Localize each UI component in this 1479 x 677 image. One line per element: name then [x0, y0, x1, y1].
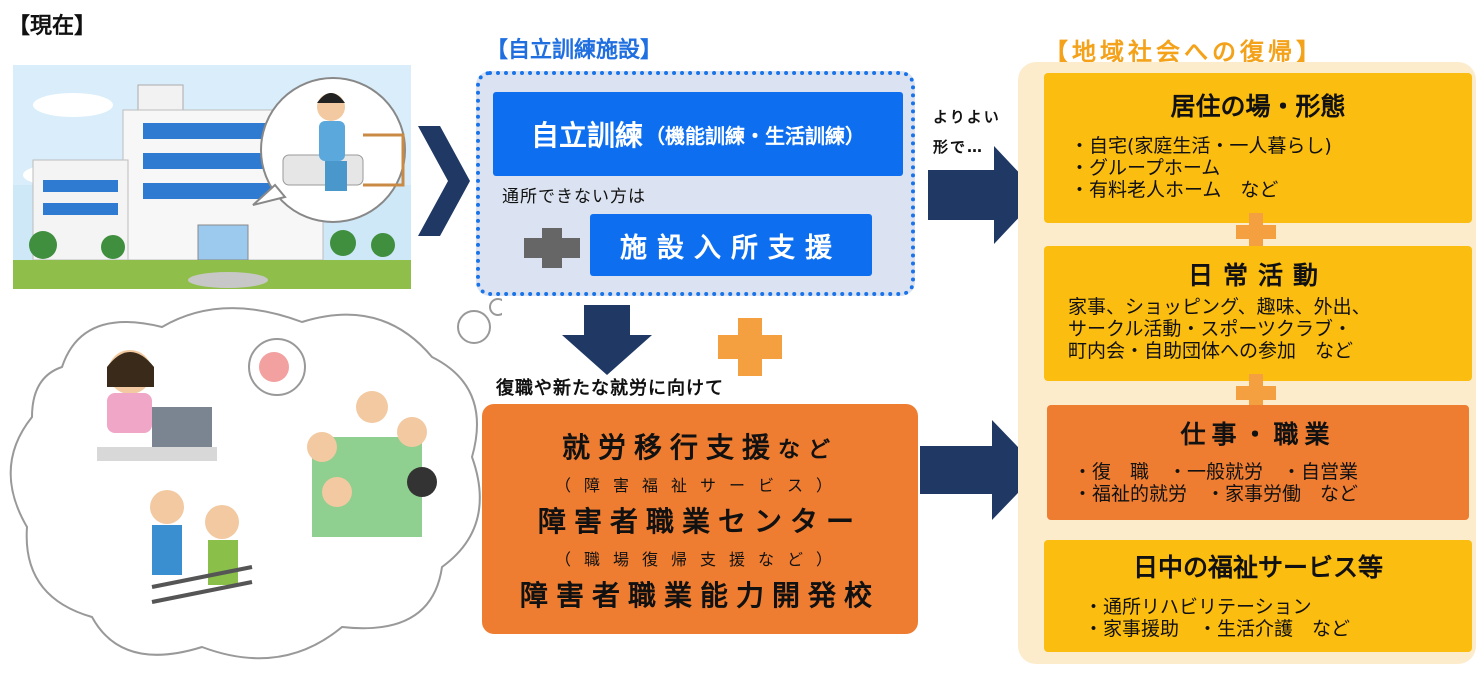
goal-text: 復職や新たな就労に向けて [496, 378, 724, 399]
arrow-right-icon [418, 126, 470, 236]
daily-activity-line: 家事、ショッピング、趣味、外出、 [1068, 296, 1371, 318]
thought-cloud-illustration [9, 298, 502, 660]
daily-activity-box: 日常活動 家事、ショッピング、趣味、外出、 サークル活動・スポーツクラブ・ 町内… [1044, 246, 1472, 381]
arrow-right-icon [928, 146, 1040, 244]
residence-body: ・自宅(家庭生活・一人暮らし) ・グループホーム ・有料老人ホーム など [1044, 135, 1472, 201]
admission-support-box: 施設入所支援 [590, 214, 872, 276]
facility-note: 通所できない方は [502, 187, 646, 207]
employment-transition-support: 就労移行支援 [561, 431, 778, 464]
work-occupation-box: 仕事・職業 ・復 職 ・一般就労 ・自営業 ・福祉的就労 ・家事労働 など [1047, 405, 1469, 520]
better-form-line-2: 形で… [933, 138, 985, 156]
day-welfare-line: ・家事援助 ・生活介護 など [1084, 618, 1351, 640]
work-occupation-title: 仕事・職業 [1180, 420, 1336, 449]
employment-support-box: 就労移行支援など （障害福祉サービス） 障害者職業センター （職場復帰支援など）… [482, 404, 918, 634]
plus-icon [1236, 374, 1276, 412]
training-box: 自立訓練（機能訓練・生活訓練） [493, 92, 903, 176]
hospital-illustration [13, 65, 411, 289]
employment-line-5: 障害者職業能力開発校 [519, 579, 880, 612]
employment-line-3: 障害者職業センター [537, 505, 862, 538]
residence-line: ・グループホーム [1070, 157, 1221, 179]
employment-line-2: （障害福祉サービス） [554, 476, 845, 495]
day-welfare-title: 日中の福祉サービス等 [1132, 553, 1383, 582]
daily-activity-line: 町内会・自助団体への参加 など [1068, 340, 1354, 362]
training-subtitle: （機能訓練・生活訓練） [645, 123, 865, 148]
residence-box: 居住の場・形態 ・自宅(家庭生活・一人暮らし) ・グループホーム ・有料老人ホー… [1044, 73, 1472, 223]
work-occupation-body: ・復 職 ・一般就労 ・自営業 ・福祉的就労 ・家事労働 など [1047, 461, 1469, 505]
residence-line: ・有料老人ホーム など [1070, 179, 1279, 201]
arrow-down-icon [562, 305, 652, 375]
work-occupation-line: ・復 職 ・一般就労 ・自営業 [1073, 461, 1359, 483]
residence-line: ・自宅(家庭生活・一人暮らし) [1070, 135, 1332, 157]
employment-line-1: 就労移行支援など [482, 426, 918, 466]
residence-title: 居住の場・形態 [1170, 92, 1346, 121]
label-return: 【地域社会への復帰】 [1044, 38, 1324, 66]
plus-icon [718, 318, 782, 376]
day-welfare-line: ・通所リハビリテーション [1084, 596, 1312, 618]
arrow-right-icon [920, 420, 1040, 520]
plus-icon [524, 228, 580, 268]
plus-icon [1236, 213, 1276, 251]
label-current: 【現在】 [8, 14, 97, 39]
employment-line-1-suffix: など [778, 438, 839, 463]
label-facility: 【自立訓練施設】 [486, 38, 663, 63]
work-occupation-line: ・福祉的就労 ・家事労働 など [1073, 483, 1359, 505]
better-form-line-1: よりよい [933, 108, 1001, 126]
daily-activity-body: 家事、ショッピング、趣味、外出、 サークル活動・スポーツクラブ・ 町内会・自助団… [1044, 296, 1472, 362]
better-form-text: よりよい 形で… [933, 102, 1001, 162]
training-title: 自立訓練 [530, 119, 643, 152]
daily-activity-title: 日常活動 [1187, 261, 1328, 290]
daily-activity-line: サークル活動・スポーツクラブ・ [1068, 318, 1353, 340]
day-welfare-box: 日中の福祉サービス等 ・通所リハビリテーション ・家事援助 ・生活介護 など [1044, 540, 1472, 652]
employment-line-4: （職場復帰支援など） [554, 550, 845, 569]
day-welfare-body: ・通所リハビリテーション ・家事援助 ・生活介護 など [1044, 596, 1472, 640]
